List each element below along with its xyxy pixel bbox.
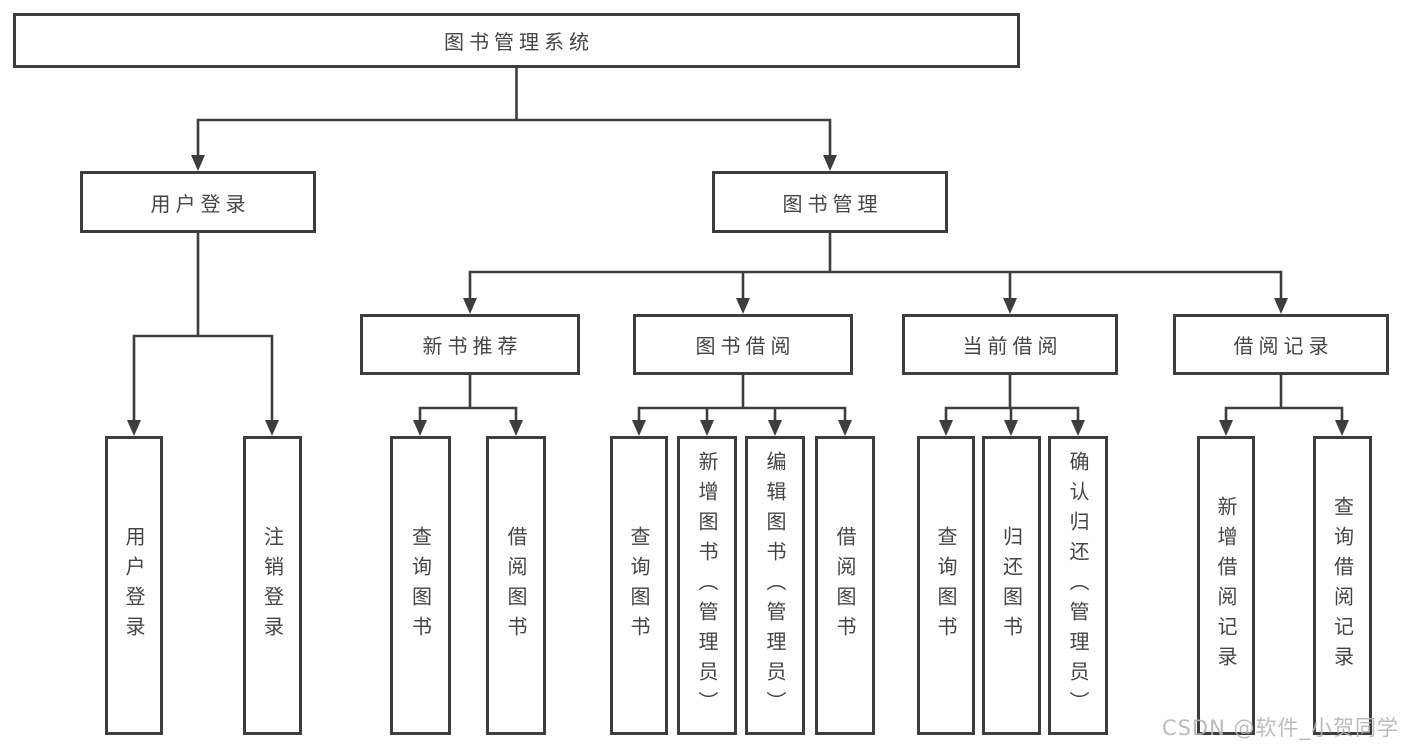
leaf-query-books-newbook-label: 查询图书 [408, 525, 433, 646]
leaf-return-books: 归还图书 [982, 436, 1041, 735]
leaf-query-borrow-record: 查询借阅记录 [1313, 436, 1372, 735]
node-new-book-recommend-label: 新书推荐 [422, 334, 523, 358]
node-book-management: 图书管理 [712, 171, 948, 233]
node-user-login-label: 用户登录 [150, 191, 251, 216]
leaf-borrow-books-borrowing-label: 借阅图书 [833, 525, 857, 646]
node-current-borrowing: 当前借阅 [902, 314, 1118, 375]
leaf-add-borrow-record-label: 新增借阅记录 [1214, 495, 1238, 676]
leaf-edit-books-admin: 编辑图书（管理员） [745, 436, 805, 735]
leaf-return-books-label: 归还图书 [999, 525, 1024, 646]
node-book-borrowing-label: 图书借阅 [695, 334, 796, 358]
leaf-query-books-borrowing: 查询图书 [610, 436, 668, 735]
csdn-watermark: CSDN @软件_小贺同学 [1161, 716, 1399, 740]
leaf-add-books-admin: 新增图书（管理员） [677, 436, 737, 735]
node-root-label: 图书管理系统 [444, 30, 594, 54]
leaf-user-login: 用户登录 [105, 436, 163, 735]
node-book-borrowing: 图书借阅 [633, 314, 853, 375]
leaf-query-books-newbook: 查询图书 [390, 436, 451, 735]
leaf-query-books-current-label: 查询图书 [934, 525, 958, 646]
leaf-add-books-admin-label: 新增图书（管理员） [695, 450, 719, 721]
leaf-borrow-books-newbook-label: 借阅图书 [504, 525, 528, 646]
leaf-logout: 注销登录 [243, 436, 302, 735]
node-root: 图书管理系统 [13, 13, 1020, 68]
leaf-edit-books-admin-label: 编辑图书（管理员） [763, 450, 787, 721]
leaf-borrow-books-borrowing: 借阅图书 [815, 436, 875, 735]
leaf-add-borrow-record: 新增借阅记录 [1197, 436, 1255, 735]
leaf-query-books-current: 查询图书 [917, 436, 975, 735]
node-new-book-recommend: 新书推荐 [360, 314, 580, 375]
node-user-login: 用户登录 [80, 171, 316, 233]
leaf-confirm-return-admin-label: 确认归还（管理员） [1066, 450, 1090, 721]
leaf-logout-label: 注销登录 [260, 525, 285, 646]
node-book-management-label: 图书管理 [782, 191, 883, 216]
leaf-user-login-label: 用户登录 [122, 525, 146, 646]
leaf-query-books-borrowing-label: 查询图书 [627, 525, 651, 646]
leaf-query-borrow-record-label: 查询借阅记录 [1330, 495, 1355, 676]
node-current-borrowing-label: 当前借阅 [962, 334, 1063, 358]
leaf-borrow-books-newbook: 借阅图书 [486, 436, 546, 735]
node-borrow-records: 借阅记录 [1173, 314, 1389, 375]
node-borrow-records-label: 借阅记录 [1233, 334, 1334, 358]
leaf-confirm-return-admin: 确认归还（管理员） [1048, 436, 1108, 735]
